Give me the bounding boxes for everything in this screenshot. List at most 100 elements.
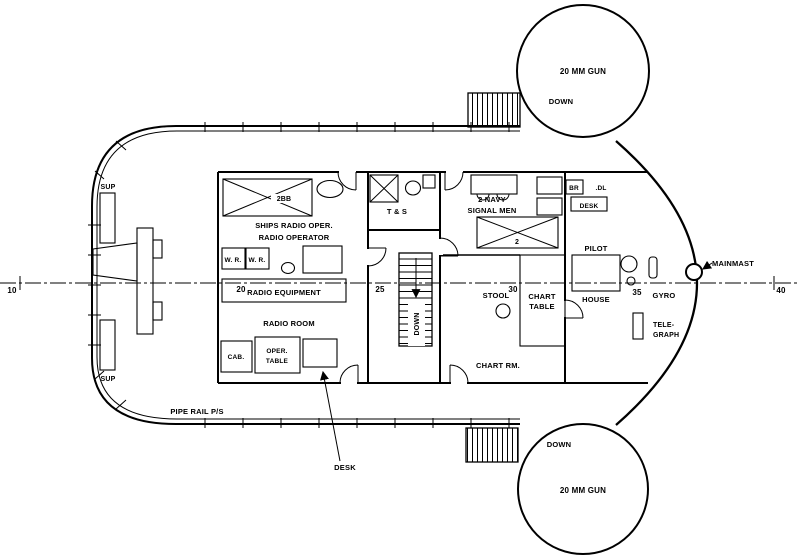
gun-tub-bottom-label: 20 MM GUN	[560, 486, 606, 495]
wr-right-label: W. R.	[249, 257, 266, 264]
gun-tub-bottom	[517, 423, 649, 555]
toilet	[404, 180, 422, 196]
door-gap	[341, 380, 357, 386]
splinter-shield-curve	[615, 140, 699, 426]
walls	[217, 171, 648, 384]
stair-label-bg	[408, 302, 425, 346]
chart-room: STOOL CHART TABLE CHART RM.	[476, 254, 566, 370]
frame-40: 40	[776, 286, 786, 295]
signal-berth-cross	[476, 216, 559, 249]
desk-callout-label: DESK	[334, 463, 356, 472]
down-inner-label: DOWN	[414, 313, 421, 336]
door-arc	[449, 364, 469, 384]
gun-tub-top-label: 20 MM GUN	[560, 67, 606, 76]
door-arc	[564, 299, 584, 319]
radio-room-name: RADIO ROOM	[263, 319, 315, 328]
mainmast-label: MAINMAST	[712, 259, 754, 268]
pipe-rail-outer	[91, 125, 520, 425]
pilot-house: BR .DL DESK PILOT HOUSE GYRO TELE- GRAPH	[565, 179, 679, 340]
locker-scallops	[476, 193, 510, 201]
stool-small	[280, 261, 296, 275]
head-label: T & S	[387, 207, 407, 216]
mainmast-group: MAINMAST	[685, 259, 754, 281]
frame-35: 35	[632, 288, 642, 297]
pilot-desk	[570, 196, 608, 212]
pilot-house-name-1: PILOT	[584, 244, 607, 253]
radio-equipment-console	[221, 278, 347, 303]
berth-label-bg	[271, 194, 297, 203]
door-arc	[444, 171, 464, 191]
ships-wheel	[620, 255, 638, 273]
frame-20: 20	[236, 285, 246, 294]
signal-berth-label: 2	[515, 239, 519, 246]
pilot-desk-label: DESK	[580, 203, 599, 210]
head-compartment: T & S	[369, 174, 436, 216]
mast-step-lower	[152, 301, 163, 321]
door-gap	[451, 380, 467, 386]
signal-label-1: 2 NAVY	[478, 195, 506, 204]
stool-label: STOOL	[483, 291, 510, 300]
mast-trunk	[136, 227, 154, 335]
chart-room-name: CHART RM.	[476, 361, 520, 370]
signal-berth-label-bg	[511, 236, 523, 246]
radio-equipment-label: RADIO EQUIPMENT	[247, 288, 321, 297]
mast-step-upper	[152, 239, 163, 259]
signal-area: 2 NAVY SIGNAL MEN 2	[468, 174, 563, 249]
radio-desk	[302, 245, 343, 274]
telegraph-label-1: TELE-	[653, 322, 675, 329]
cabinet-label: CAB.	[228, 354, 245, 361]
signal-cabinet-1	[536, 176, 563, 195]
signal-berth	[476, 216, 559, 249]
ladder-top: DOWN	[467, 92, 574, 128]
inner-stairway: DOWN	[398, 252, 433, 347]
frame-30: 30	[508, 285, 518, 294]
gyro-label: GYRO	[653, 291, 676, 300]
telegraph-label-2: GRAPH	[653, 332, 679, 339]
radio-room-title-1: SHIPS RADIO OPER.	[255, 221, 333, 230]
pipe-rail-label: PIPE RAIL P/S	[170, 407, 223, 416]
down-top-label: DOWN	[549, 97, 574, 106]
mast-arm	[92, 242, 138, 282]
support-post-lower	[99, 319, 116, 371]
desk-table	[302, 338, 338, 368]
shower-cross	[369, 174, 399, 203]
mainmast	[685, 263, 703, 281]
wr-locker-left	[221, 247, 246, 270]
chair	[316, 179, 344, 199]
door-arc	[339, 364, 359, 384]
wr-locker-right	[245, 247, 270, 270]
deckhouse-walls	[217, 171, 648, 384]
ladder-bottom: DOWN	[465, 427, 571, 463]
frame-25: 25	[375, 285, 385, 294]
oper-table-label-1: OPER.	[266, 348, 287, 355]
engine-telegraph	[632, 312, 644, 340]
chart-table-label-1: CHART	[528, 292, 555, 301]
deck-rails: PIPE RAIL P/S	[88, 122, 520, 428]
chart-table-label-2: TABLE	[529, 302, 554, 311]
stool	[495, 303, 511, 319]
wr-left-label: W. R.	[225, 257, 242, 264]
support-post-upper	[99, 192, 116, 244]
frame-10: 10	[7, 286, 17, 295]
dl-label: .DL	[595, 185, 606, 192]
sup-upper-label: SUP	[101, 184, 116, 191]
binnacle	[626, 276, 636, 286]
sink	[422, 174, 436, 189]
door-gap	[339, 169, 356, 175]
br-label: BR	[569, 185, 579, 192]
chart-table	[519, 254, 566, 347]
pipe-rail-inner	[96, 130, 520, 420]
radio-room: 2BB SHIPS RADIO OPER. RADIO OPERATOR W. …	[220, 178, 347, 374]
ladder-bottom-treads	[465, 427, 519, 463]
door-arc	[439, 237, 459, 257]
desk-callout-arrow	[320, 370, 341, 462]
door-gap	[437, 239, 443, 255]
cabinet	[220, 340, 253, 373]
ladder-top-treads	[467, 92, 521, 128]
door-gap	[446, 169, 463, 175]
radio-room-title-2: RADIO OPERATOR	[259, 233, 330, 242]
gyro-stand	[648, 256, 658, 279]
br-box	[565, 179, 584, 195]
